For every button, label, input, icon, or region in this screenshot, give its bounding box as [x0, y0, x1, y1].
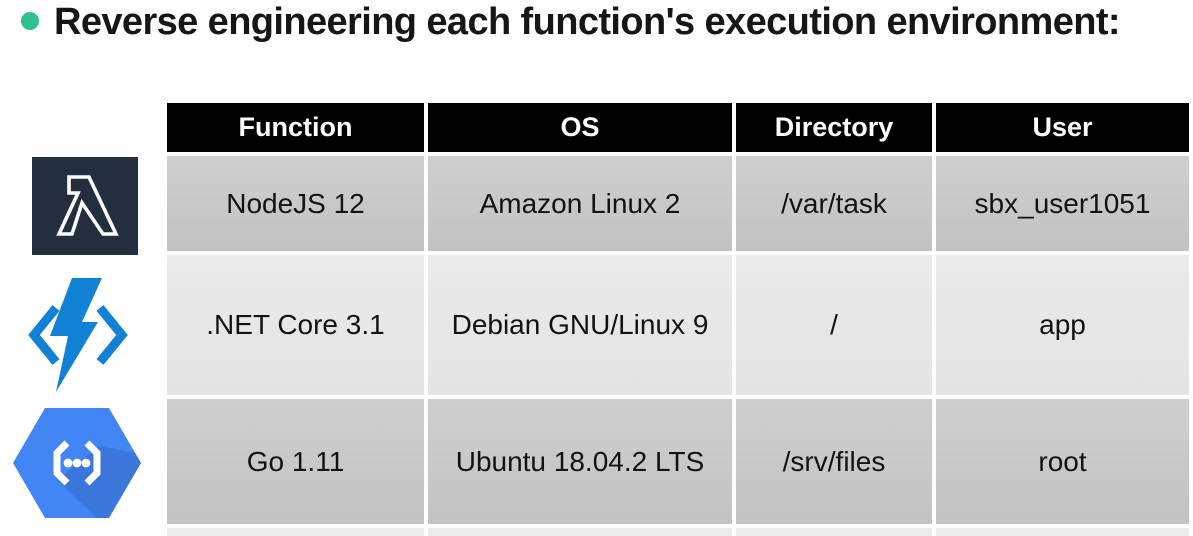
- table-row-sliver: [428, 528, 732, 536]
- header-user: User: [936, 103, 1189, 152]
- gcp-functions-icon: [13, 408, 141, 518]
- header-os: OS: [428, 103, 732, 152]
- table-row-sliver: [736, 528, 932, 536]
- left-chevron-icon: [28, 305, 60, 365]
- slide-title: Reverse engineering each function's exec…: [54, 1, 1121, 43]
- table-cell-aws-directory: /var/task: [736, 156, 932, 251]
- dot-icon: [81, 458, 91, 468]
- right-chevron-icon: [96, 305, 128, 365]
- table-cell-aws-os: Amazon Linux 2: [428, 156, 732, 251]
- header-function: Function: [167, 103, 424, 152]
- table-cell-gcp-directory: /srv/files: [736, 399, 932, 524]
- lightning-bolt-icon: [50, 278, 102, 392]
- aws-lambda-icon: [32, 157, 138, 255]
- lambda-glyph: [56, 175, 119, 236]
- header-directory: Directory: [736, 103, 932, 152]
- azure-functions-icon: [18, 278, 138, 392]
- execution-environment-table: Function OS Directory User NodeJS 12 Ama…: [167, 103, 1189, 536]
- table-cell-azure-os: Debian GNU/Linux 9: [428, 255, 732, 395]
- table-cell-azure-function: .NET Core 3.1: [167, 255, 424, 395]
- table-cell-aws-user: sbx_user1051: [936, 156, 1189, 251]
- dot-icon: [63, 458, 73, 468]
- table-cell-gcp-function: Go 1.11: [167, 399, 424, 524]
- table-cell-azure-directory: /: [736, 255, 932, 395]
- table-cell-gcp-user: root: [936, 399, 1189, 524]
- table-row-sliver: [936, 528, 1189, 536]
- table-cell-aws-function: NodeJS 12: [167, 156, 424, 251]
- left-bracket-icon: [53, 440, 70, 486]
- table-cell-gcp-os: Ubuntu 18.04.2 LTS: [428, 399, 732, 524]
- table-cell-azure-user: app: [936, 255, 1189, 395]
- title-row: Reverse engineering each function's exec…: [21, 0, 1191, 44]
- dot-icon: [72, 458, 82, 468]
- table-row-sliver: [167, 528, 424, 536]
- right-bracket-icon: [84, 440, 101, 486]
- bullet-icon: [21, 12, 39, 30]
